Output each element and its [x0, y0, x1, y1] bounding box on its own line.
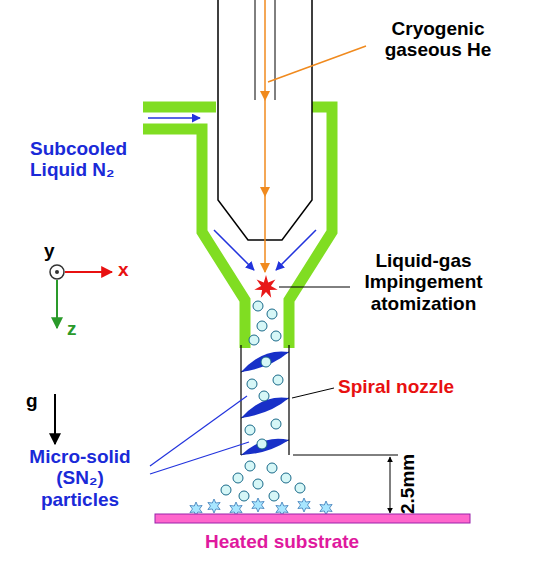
axis-label: z: [67, 318, 77, 339]
spiral-blades: [241, 351, 289, 455]
n2-flow-arrow: [214, 230, 254, 270]
solid-particle: [261, 357, 271, 367]
solid-particle: [253, 301, 263, 311]
spiral-nozzle-body: [241, 345, 289, 455]
n2-flow-arrow: [148, 117, 200, 119]
solid-particle: [269, 491, 279, 501]
he-flow-arrow: [264, 100, 266, 196]
he-flow-arrow: [264, 196, 266, 272]
spiral-edge: [241, 352, 289, 455]
solid-particle: [281, 473, 291, 483]
inner-capillary: [255, 0, 275, 100]
deposited-flake: [320, 501, 332, 515]
part-label: Micro-solid (SN₂) particles: [16, 446, 144, 510]
axis-x-arrow: [65, 271, 112, 273]
solid-particle: [221, 485, 231, 495]
solid-particle: [271, 331, 281, 341]
part-label: Spiral nozzle: [338, 376, 454, 397]
process-label: Liquid-gas Impingement atomization: [356, 250, 491, 314]
axis-y-symbol: [50, 265, 64, 279]
heated-substrate: [155, 514, 470, 523]
deposited-flake: [208, 499, 220, 513]
dimension-label: 2.5mm: [397, 454, 418, 514]
solid-particle: [295, 483, 305, 493]
solid-particle: [253, 479, 263, 489]
solid-particle: [273, 375, 283, 385]
dimension-extension: [293, 455, 398, 456]
axis-z-arrow: [56, 280, 58, 328]
solid-particle: [249, 335, 259, 345]
axis-label: y: [44, 240, 55, 261]
solid-particle: [267, 309, 277, 319]
solid-particle: [257, 321, 267, 331]
solid-particle: [239, 491, 249, 501]
particle-group: [190, 301, 332, 516]
dimension-line: [390, 457, 391, 513]
leader-line: [268, 46, 366, 82]
gravity-label: g: [26, 390, 38, 411]
solid-particle: [245, 425, 255, 435]
solid-particle: [271, 419, 281, 429]
atomization-star: [254, 275, 277, 298]
part-label: Heated substrate: [205, 531, 359, 552]
flow-label: Subcooled Liquid N₂: [30, 138, 140, 181]
solid-particle: [257, 439, 267, 449]
solid-particle: [245, 461, 255, 471]
gravity-arrow: [54, 394, 56, 444]
leader-line: [279, 287, 350, 288]
leader-line: [292, 388, 334, 398]
axis-label: x: [118, 259, 129, 280]
housing-top-left: [143, 102, 216, 113]
solid-particle: [259, 391, 269, 401]
spiral-blade: [241, 351, 289, 372]
leader-line: [150, 396, 247, 466]
n2-flow-arrow: [276, 230, 316, 270]
deposited-flake: [298, 498, 310, 512]
he-flow-arrow: [264, 0, 266, 100]
deposited-flake: [252, 498, 264, 512]
solid-particle: [267, 463, 277, 473]
solid-particle: [247, 379, 257, 389]
solid-particle: [233, 473, 243, 483]
spiral-blade: [241, 439, 289, 455]
axis-y-dot: [55, 270, 59, 274]
flow-label: Cryogenic gaseous He: [368, 18, 508, 61]
leader-line: [150, 442, 249, 474]
